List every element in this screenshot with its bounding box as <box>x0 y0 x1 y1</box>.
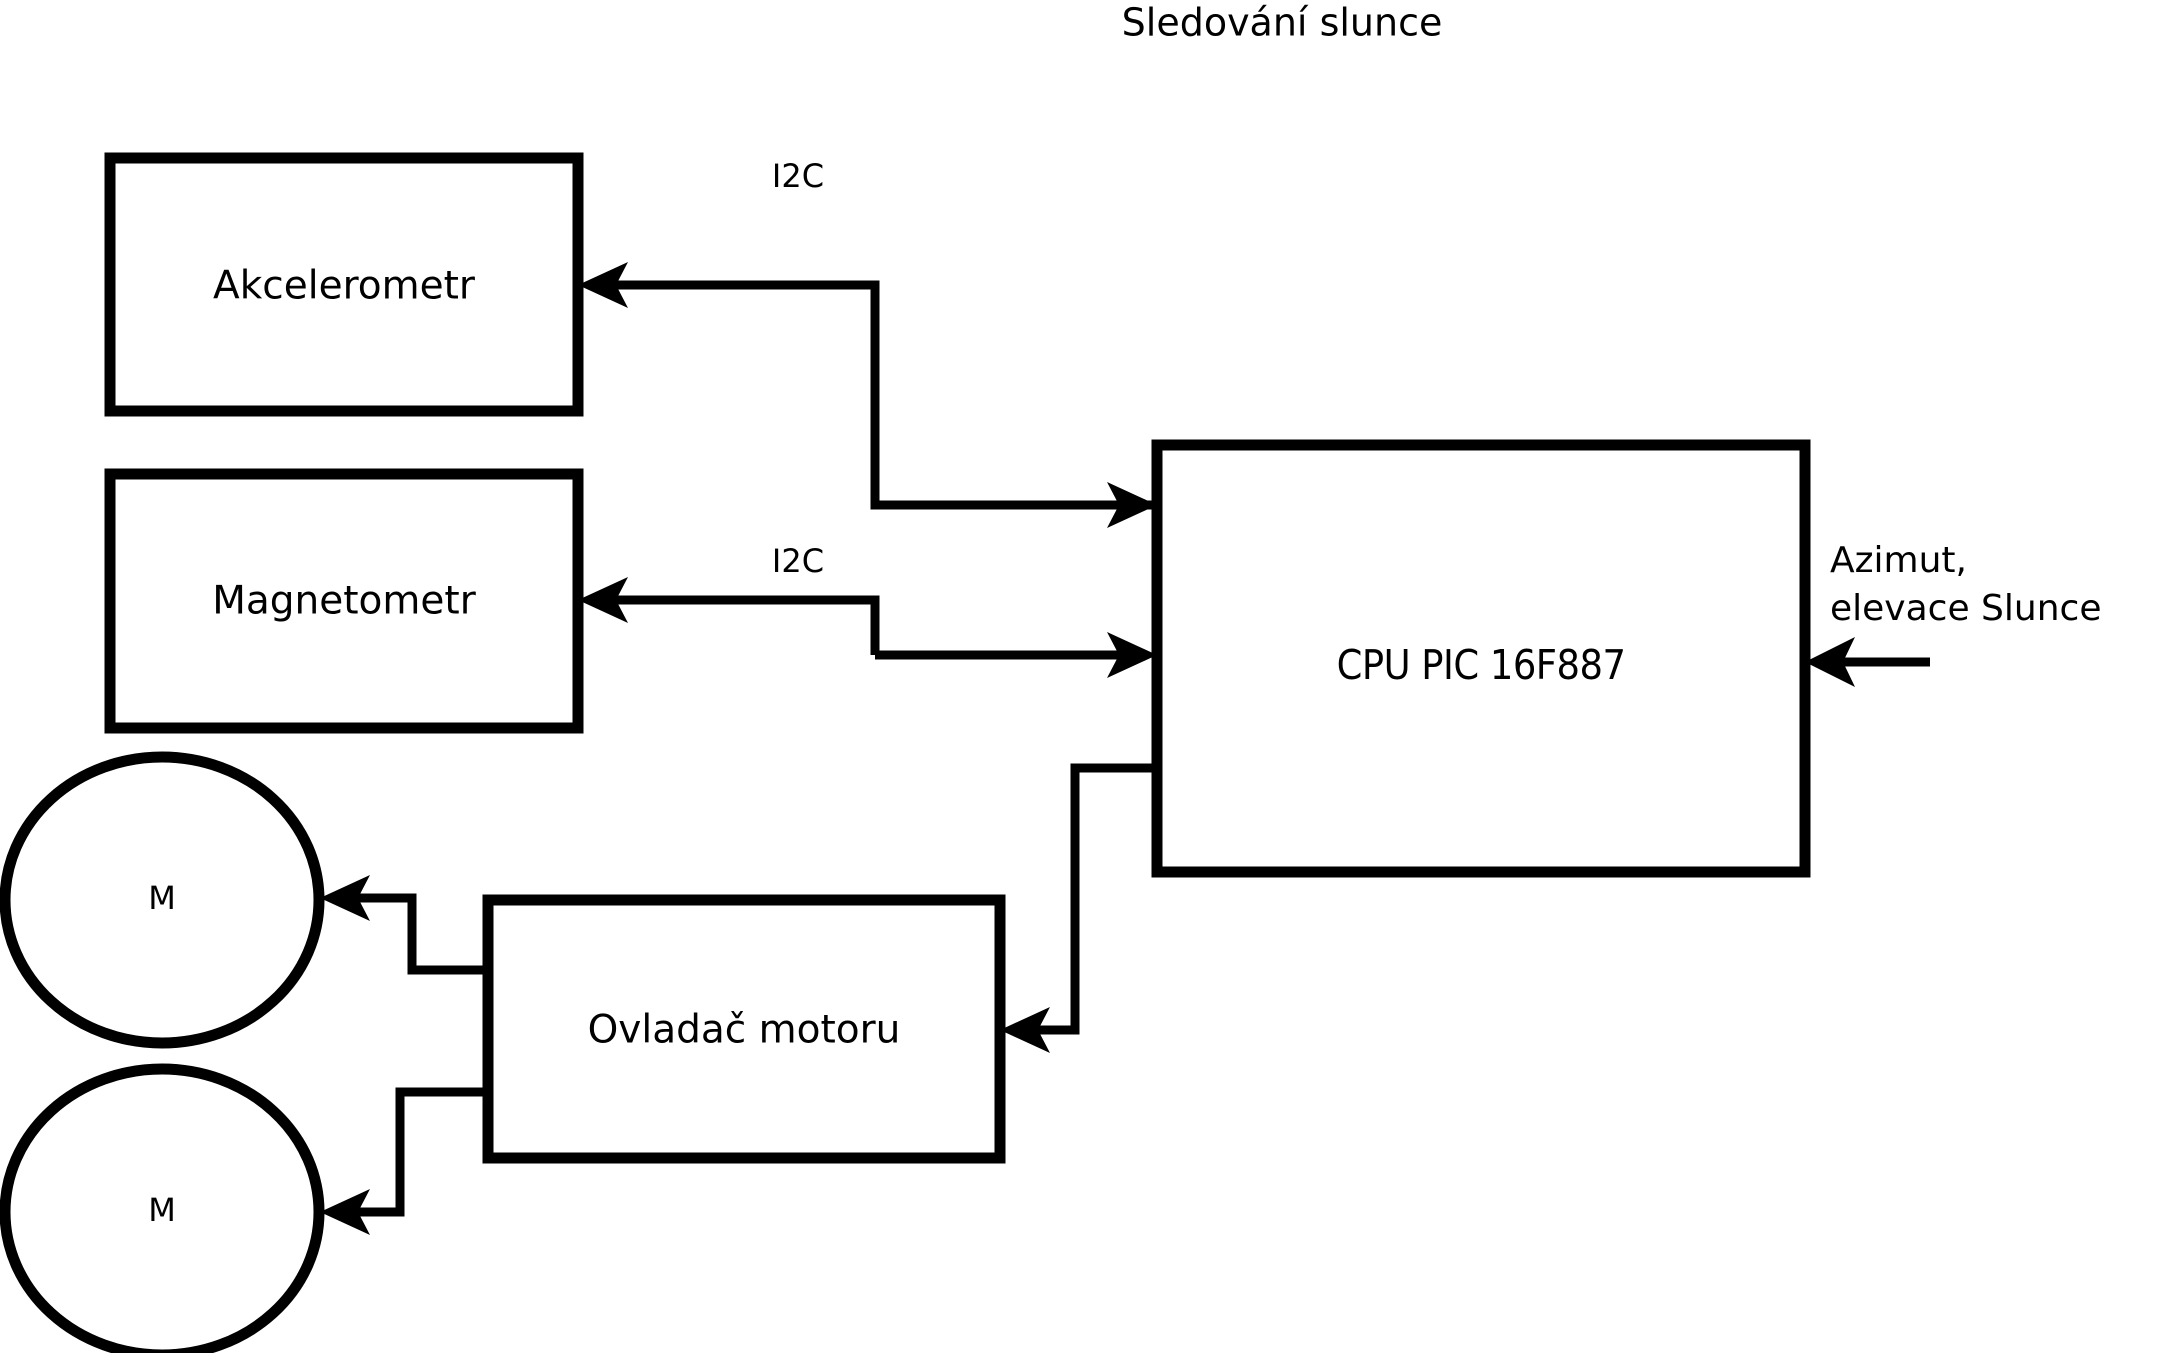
motor-1-label: M <box>148 879 176 917</box>
magnet-bus-arrowhead <box>578 577 628 623</box>
block-cpu[interactable]: CPU PIC 16F887 <box>1151 439 1811 878</box>
connection-cpu-to-magnetometer: I2C <box>578 542 880 655</box>
cpu-box[interactable] <box>1151 439 1811 878</box>
magnet-bus-line <box>610 595 880 655</box>
cpu-label: CPU PIC 16F887 <box>1337 641 1626 689</box>
accel-bus-return-arrowhead <box>1107 482 1157 528</box>
motor-2-circle[interactable] <box>0 1063 325 1353</box>
accel-bus-line <box>610 280 1157 510</box>
external-input-label-line-2: elevace Slunce <box>1830 588 2101 629</box>
connection-motor-driver-to-motor-1 <box>320 875 488 975</box>
motor-driver-line <box>1032 763 1157 1035</box>
connection-magnetometer-to-cpu <box>875 632 1157 678</box>
connection-cpu-to-accelerometer: I2C <box>578 157 1157 510</box>
motor-driver-label: Ovladač motoru <box>588 1008 901 1053</box>
motor-1-arrowhead <box>320 875 370 921</box>
block-motor-2[interactable]: M <box>0 1063 325 1353</box>
accel-bus-label: I2C <box>772 157 824 195</box>
motor-driver-arrowhead <box>1000 1007 1050 1053</box>
accel-bus-arrowhead <box>578 262 628 308</box>
motor-2-arrowhead <box>320 1189 370 1235</box>
external-input-arrowhead <box>1805 637 1855 687</box>
connection-external-input-to-cpu: Azimut, elevace Slunce <box>1805 540 2101 687</box>
diagram-title: Sledování slunce <box>1122 1 1443 45</box>
magnetometer-box[interactable] <box>104 468 584 734</box>
motor-1-circle[interactable] <box>0 751 325 1049</box>
magnet-bus-return-arrowhead <box>1107 632 1157 678</box>
connection-motor-driver-to-motor-2 <box>320 1087 488 1235</box>
block-motor-driver[interactable]: Ovladač motoru <box>482 894 1006 1164</box>
motor-2-label: M <box>148 1191 176 1229</box>
motor-driver-box[interactable] <box>482 894 1006 1164</box>
block-accelerometer[interactable]: Akcelerometr <box>104 152 584 417</box>
magnetometer-label: Magnetometr <box>212 579 476 624</box>
connection-cpu-to-motor-driver <box>1000 763 1157 1053</box>
block-magnetometer[interactable]: Magnetometr <box>104 468 584 734</box>
connection-accelerometer-to-cpu <box>875 482 1157 528</box>
motor-2-line <box>352 1087 488 1217</box>
motor-1-line <box>352 893 488 975</box>
accelerometer-box[interactable] <box>104 152 584 417</box>
block-motor-1[interactable]: M <box>0 751 325 1049</box>
magnet-bus-label: I2C <box>772 542 824 580</box>
accelerometer-label: Akcelerometr <box>213 264 476 309</box>
external-input-label-line-1: Azimut, <box>1830 540 1967 581</box>
